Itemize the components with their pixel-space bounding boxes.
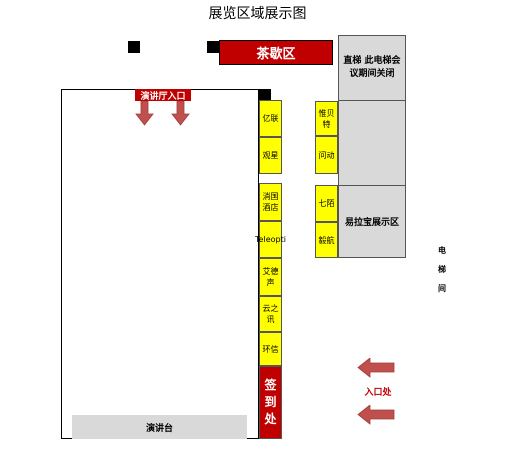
pillar <box>128 41 140 53</box>
lecture-hall <box>61 89 259 439</box>
booth: 艾德声 <box>259 258 282 296</box>
grey-block <box>338 101 406 186</box>
lecture-hall-entrance: 演讲厅入口 <box>135 89 191 102</box>
entrance-arrows <box>135 101 190 126</box>
booth: 环信 <box>259 332 282 366</box>
pillar <box>207 41 219 53</box>
tea-area: 茶歇区 <box>219 40 333 65</box>
elevator-hall-label: 电梯间 <box>438 246 446 293</box>
booth: 观星 <box>259 137 282 174</box>
entrance-arrow-top <box>357 358 395 378</box>
checkin-label: 签到处 <box>264 378 277 426</box>
elevator-closed: 直梯 此电梯会议期间关闭 <box>338 35 406 101</box>
left-arrow-icon <box>357 405 395 425</box>
booth: 毅航 <box>315 222 338 258</box>
elevator-hall: 电梯间 <box>438 238 452 295</box>
left-arrow-icon <box>357 358 395 378</box>
easy-pull-display-area: 易拉宝展示区 <box>338 185 406 258</box>
diagram-title: 展览区域展示图 <box>208 6 307 22</box>
entrance-label: 入口处 <box>364 388 392 398</box>
booth: 亿联 <box>259 100 282 137</box>
down-arrow-icon <box>171 101 190 126</box>
podium: 演讲台 <box>72 415 247 439</box>
booth: 消国酒店 <box>259 183 282 221</box>
down-arrow-icon <box>135 101 154 126</box>
checkin-desk: 签到处 <box>259 366 282 439</box>
pillar <box>259 89 271 101</box>
booth: 七陌 <box>315 185 338 222</box>
booth: 惟贝特 <box>315 101 338 136</box>
entrance-arrow-bottom <box>357 405 395 425</box>
booth: 问动 <box>315 136 338 174</box>
booth: Teleopti <box>255 221 286 258</box>
booth: 云之讯 <box>259 296 282 332</box>
